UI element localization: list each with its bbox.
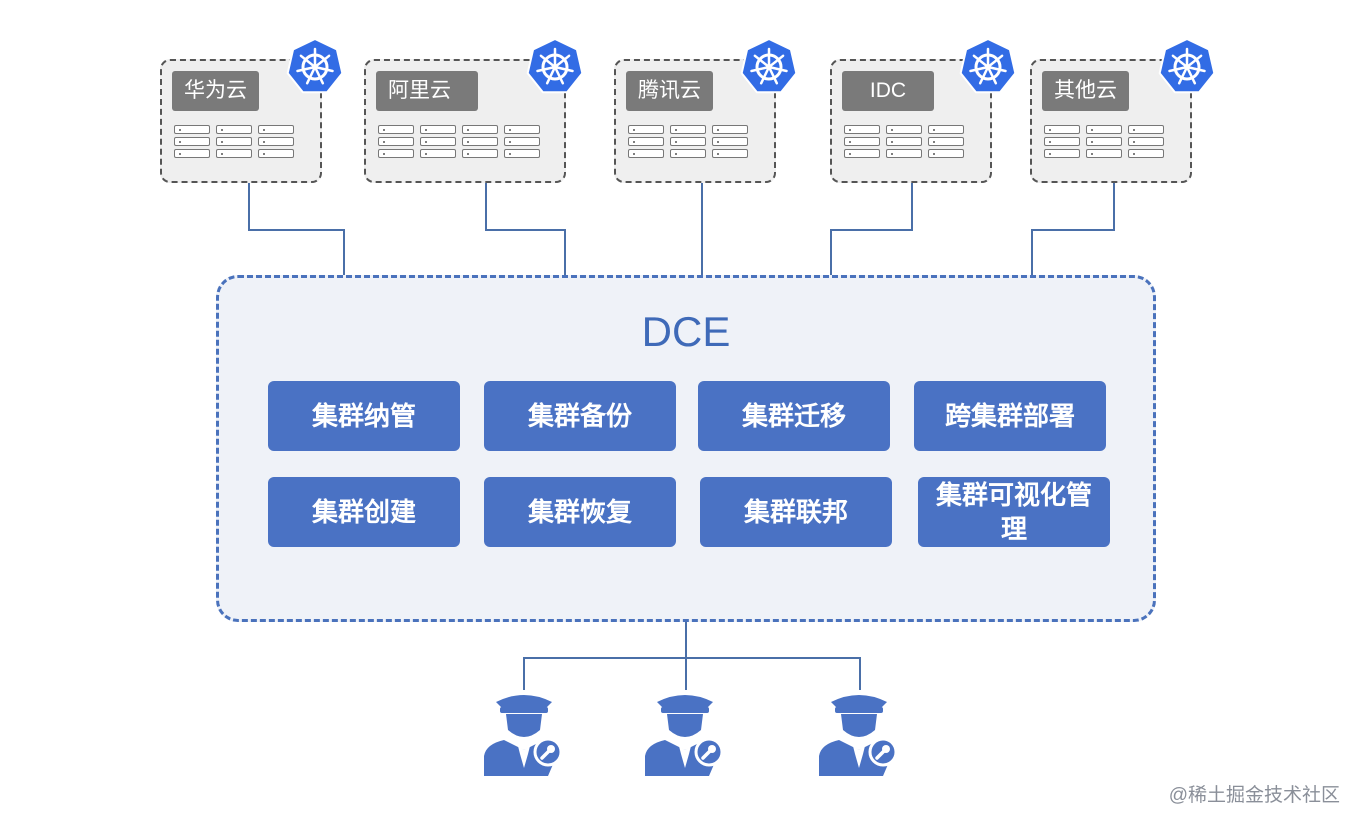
rack-unit (928, 149, 964, 158)
cloud-node-huawei: 华为云 (160, 59, 322, 183)
rack-unit (378, 125, 414, 134)
rack-unit (928, 137, 964, 146)
rack-unit (174, 125, 210, 134)
rack-unit (504, 149, 540, 158)
rack-unit (928, 125, 964, 134)
rack-unit (378, 137, 414, 146)
feature-cluster-migration: 集群迁移 (698, 381, 890, 451)
rack-unit (504, 125, 540, 134)
rack-unit (886, 149, 922, 158)
cloud-label: 阿里云 (376, 71, 478, 111)
rack-unit (628, 149, 664, 158)
server-rack-icon (378, 125, 540, 158)
rack-unit (420, 149, 456, 158)
rack-unit (258, 125, 294, 134)
rack-unit (216, 149, 252, 158)
cloud-label: IDC (842, 71, 934, 111)
rack-unit (670, 149, 706, 158)
watermark: @稀土掘金技术社区 (1168, 785, 1340, 806)
feature-cluster-creation: 集群创建 (268, 477, 460, 547)
rack-unit (462, 137, 498, 146)
rack-unit (712, 149, 748, 158)
rack-unit (420, 137, 456, 146)
cloud-node-aliyun: 阿里云 (364, 59, 566, 183)
rack-unit (670, 137, 706, 146)
rack-unit (844, 137, 880, 146)
rack-unit (1044, 149, 1080, 158)
rack-unit (628, 125, 664, 134)
feature-cluster-restore: 集群恢复 (484, 477, 676, 547)
rack-unit (504, 137, 540, 146)
kubernetes-icon (286, 38, 344, 94)
rack-unit (174, 137, 210, 146)
rack-unit (1086, 125, 1122, 134)
operator-icon (645, 695, 724, 776)
rack-unit (174, 149, 210, 158)
rack-unit (462, 149, 498, 158)
feature-cluster-backup: 集群备份 (484, 381, 676, 451)
kubernetes-icon (740, 38, 798, 94)
rack-unit (258, 149, 294, 158)
cloud-label: 腾讯云 (626, 71, 713, 111)
dce-title: DCE (641, 308, 731, 355)
operator-icon (819, 695, 898, 776)
rack-unit (1086, 137, 1122, 146)
operator-icon (484, 695, 563, 776)
kubernetes-icon (959, 38, 1017, 94)
feature-cluster-federation: 集群联邦 (700, 477, 892, 547)
rack-unit (1128, 137, 1164, 146)
cloud-label: 其他云 (1042, 71, 1129, 111)
rack-unit (216, 125, 252, 134)
rack-unit (886, 125, 922, 134)
kubernetes-icon (526, 38, 584, 94)
kubernetes-icon (1158, 38, 1216, 94)
feature-cluster-management: 集群纳管 (268, 381, 460, 451)
dce-platform-panel: DCE 集群纳管 集群备份 集群迁移 跨集群部署 集群创建 集群恢复 集群联邦 … (216, 275, 1156, 622)
feature-cluster-visualization: 集群可视化管理 (918, 477, 1110, 547)
server-rack-icon (844, 125, 964, 158)
rack-unit (670, 125, 706, 134)
rack-unit (378, 149, 414, 158)
rack-unit (1086, 149, 1122, 158)
cloud-label: 华为云 (172, 71, 259, 111)
rack-unit (628, 137, 664, 146)
rack-unit (844, 125, 880, 134)
rack-unit (258, 137, 294, 146)
server-rack-icon (1044, 125, 1164, 158)
server-rack-icon (174, 125, 294, 158)
rack-unit (1044, 137, 1080, 146)
rack-unit (886, 137, 922, 146)
rack-unit (1044, 125, 1080, 134)
rack-unit (712, 125, 748, 134)
feature-cross-cluster-deploy: 跨集群部署 (914, 381, 1106, 451)
rack-unit (712, 137, 748, 146)
rack-unit (1128, 149, 1164, 158)
rack-unit (462, 125, 498, 134)
rack-unit (844, 149, 880, 158)
rack-unit (420, 125, 456, 134)
rack-unit (1128, 125, 1164, 134)
server-rack-icon (628, 125, 748, 158)
rack-unit (216, 137, 252, 146)
